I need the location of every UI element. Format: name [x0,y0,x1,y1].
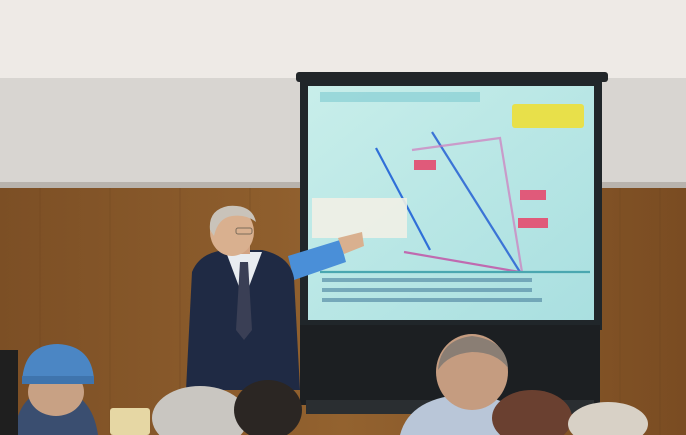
pointing-sleeve [288,240,346,280]
projection-yellow-box [512,104,584,128]
projection-markers [312,160,548,238]
projection-table [322,278,542,302]
ceiling [0,0,686,78]
blue-cap [22,344,94,382]
presenter-hair [209,205,256,236]
presenter [186,205,364,390]
audience [0,334,648,435]
projection-lines [320,131,590,274]
screen-top-bar [296,72,608,82]
projection-title-band [320,92,480,102]
